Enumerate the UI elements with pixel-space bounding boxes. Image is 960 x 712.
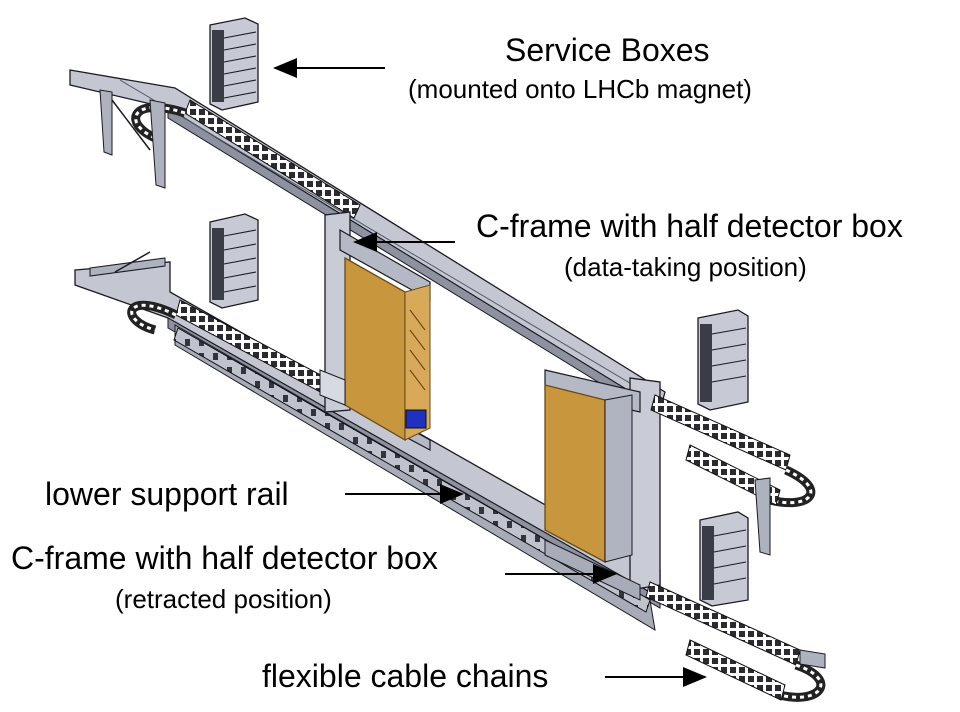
label-service-boxes: Service Boxes bbox=[505, 32, 710, 68]
c-frame-retracted bbox=[544, 369, 661, 601]
service-box-lower-left bbox=[209, 213, 259, 309]
right-lower-cable-chain bbox=[645, 581, 826, 702]
service-box-right-lower bbox=[699, 511, 749, 607]
right-upper-cable-chain bbox=[650, 394, 816, 508]
label-lower-support-rail: lower support rail bbox=[45, 476, 289, 512]
lower-left-bracket bbox=[89, 251, 166, 277]
upper-cable-chain bbox=[131, 99, 361, 219]
right-bracket bbox=[754, 477, 771, 556]
label-cframe-data-taking-sub: (data-taking position) bbox=[564, 252, 807, 282]
label-service-boxes-sub: (mounted onto LHCb magnet) bbox=[408, 74, 752, 104]
label-cframe-data-taking: C-frame with half detector box bbox=[476, 208, 903, 244]
label-cframe-retracted-sub: (retracted position) bbox=[115, 584, 332, 614]
service-box-top bbox=[209, 17, 259, 111]
upper-mounting-brackets bbox=[99, 89, 166, 189]
c-frame-data-taking bbox=[319, 211, 431, 451]
service-box-right-upper bbox=[697, 309, 749, 411]
lower-rail-track bbox=[173, 327, 651, 613]
label-cframe-retracted: C-frame with half detector box bbox=[11, 540, 438, 576]
annotation-arrows bbox=[273, 58, 707, 687]
label-flexible-cable-chains: flexible cable chains bbox=[262, 658, 549, 694]
